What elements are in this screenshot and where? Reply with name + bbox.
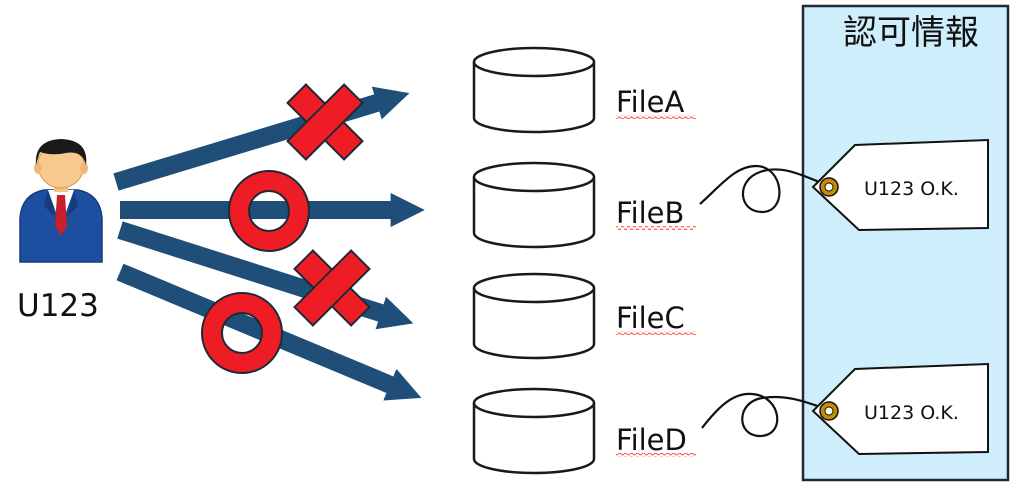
file-label-a: FileA: [616, 85, 685, 119]
tag-text-fileb: U123 O.K.: [864, 178, 959, 200]
file-c-cylinder: [472, 272, 596, 360]
tag-string-fileb: [699, 164, 830, 214]
label-tag-icon: [811, 362, 989, 456]
denied-mark-filea: [286, 83, 364, 161]
denied-mark-filec: [293, 249, 371, 327]
businessman-avatar-icon: [19, 139, 103, 263]
spellcheck-underline: [616, 453, 696, 457]
file-label-c: FileC: [616, 301, 685, 335]
tag-string-filed: [701, 392, 830, 438]
file-d-cylinder: [472, 387, 596, 475]
file-b-cylinder: [472, 161, 596, 249]
file-label-b: FileB: [616, 196, 684, 230]
spellcheck-underline: [616, 115, 696, 119]
file-label-d: FileD: [616, 423, 687, 457]
spellcheck-underline: [616, 331, 696, 335]
user-label: U123: [17, 288, 99, 324]
arrow-to-filed: [116, 263, 422, 401]
label-tag-icon: [811, 138, 989, 232]
authorization-panel-title: 認可情報: [843, 13, 979, 53]
tag-text-filed: U123 O.K.: [864, 402, 959, 424]
allowed-mark-filed: [201, 292, 283, 374]
spellcheck-underline: [616, 226, 696, 230]
allowed-mark-fileb: [228, 170, 310, 252]
file-a-cylinder: [472, 46, 596, 134]
